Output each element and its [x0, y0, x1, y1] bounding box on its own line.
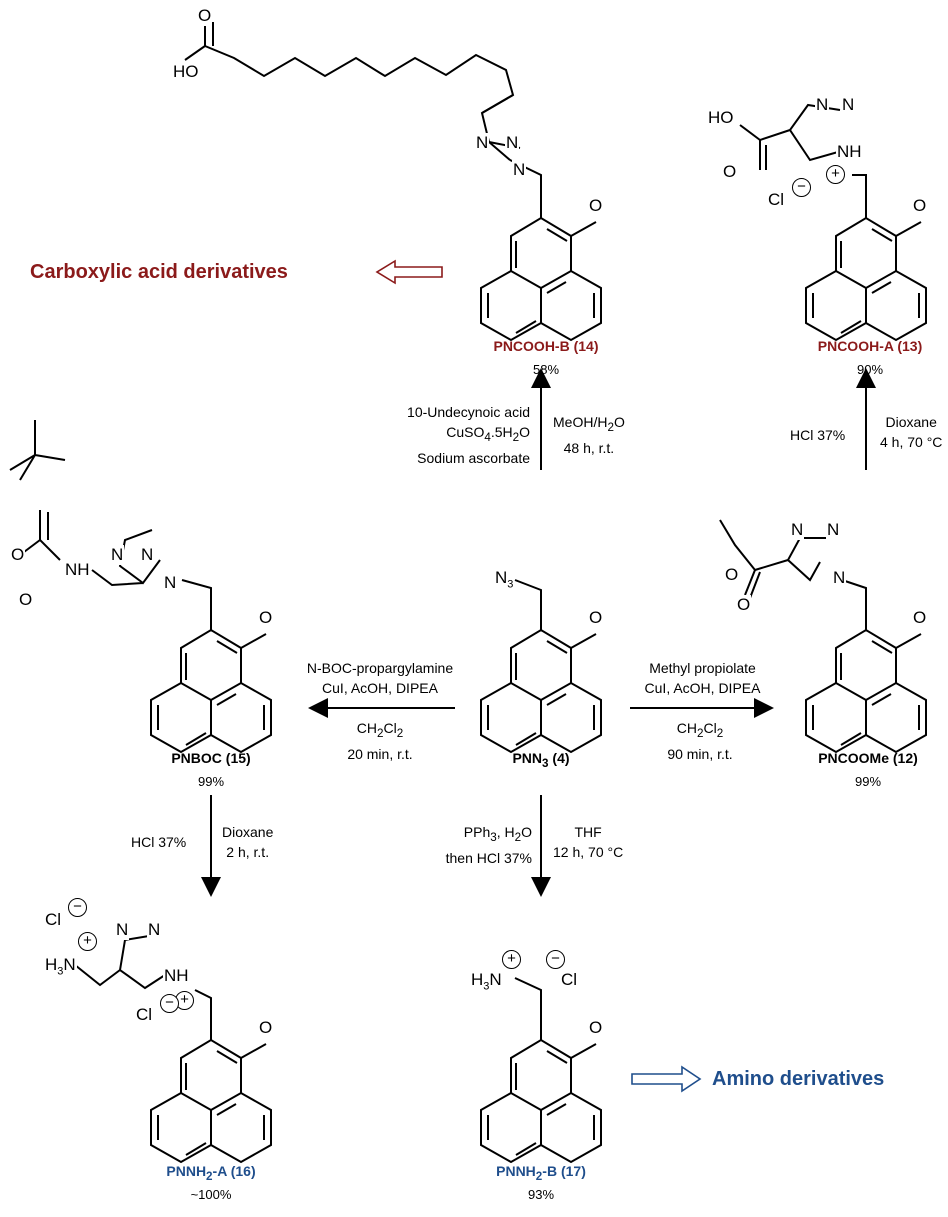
atom-N-13b: N [841, 95, 856, 115]
minus-charge-16a: − [68, 898, 87, 917]
yield-17: 93% [527, 1187, 555, 1202]
hollow-arrow-right [631, 1065, 702, 1093]
atom-N-12a: N [790, 520, 805, 540]
atom-O-4: O [588, 608, 604, 628]
yield-16: ~100% [190, 1187, 232, 1202]
atom-Cl-16b: Cl [135, 1005, 154, 1025]
atom-N-12b: N [826, 520, 841, 540]
minus-charge-17: − [546, 950, 565, 969]
atom-N-15b: N [140, 545, 155, 565]
cond-right-left: HCl 37% [790, 427, 846, 443]
triazole-16 [74, 934, 212, 1040]
boc-15 [9, 420, 212, 630]
label-17: PNNH2-B (17) [496, 1163, 586, 1183]
atom-N-14c: N [512, 160, 527, 180]
cond-to-right-bot: CH2Cl2 90 min, r.t. [667, 720, 733, 762]
plus-charge-13: + [826, 165, 845, 184]
cond-down-left-r: Dioxane 2 h, r.t. [222, 824, 274, 860]
atom-N-16b: N [147, 920, 162, 940]
atom-H3N-16: H3N [44, 955, 77, 982]
structure-15 [150, 629, 272, 753]
atom-NH-16: NH [163, 966, 190, 986]
atom-O-12: O [912, 608, 928, 628]
minus-charge-16b: − [160, 994, 179, 1013]
atom-O-12b: O [724, 565, 740, 585]
atom-O-14: O [588, 196, 604, 216]
atom-N3-4: N3 [494, 568, 515, 595]
atom-Oc-13: O [722, 162, 738, 182]
atom-Oacid-14: O [197, 6, 213, 26]
cond-down-mid-l: PPh3, H2O then HCl 37% [445, 824, 532, 866]
label-4: PNN3 (4) [512, 750, 570, 770]
structure-13 [805, 217, 927, 341]
label-16: PNNH2-A (16) [166, 1163, 256, 1183]
atom-Oc-15: O [18, 590, 34, 610]
atom-Cl-16a: Cl [44, 910, 63, 930]
yield-14: 58% [532, 362, 560, 377]
structure-16 [150, 1039, 272, 1163]
cond-right-right: Dioxane 4 h, 70 °C [880, 414, 943, 450]
structure-14 [480, 217, 602, 341]
atom-HO-13: HO [707, 108, 735, 128]
amino-derivatives-label: Amino derivatives [712, 1068, 885, 1090]
minus-charge-13: − [792, 178, 811, 197]
cond-up-right: MeOH/H2O 48 h, r.t. [553, 414, 625, 456]
amine-17 [514, 977, 542, 1040]
plus-charge-16a: + [78, 932, 97, 951]
triazole-12 [719, 519, 867, 630]
cond-to-left-bot: CH2Cl2 20 min, r.t. [347, 720, 413, 762]
atom-NH-13: NH [836, 142, 863, 162]
triazole-13 [739, 103, 867, 218]
yield-15: 99% [197, 774, 225, 789]
atom-Oc-12: O [736, 595, 752, 615]
atom-Cl-13: Cl [767, 190, 786, 210]
atom-N-15c: N [163, 573, 178, 593]
hollow-arrow-left [375, 259, 443, 285]
atom-HO-14: HO [172, 62, 200, 82]
structure-4 [480, 629, 602, 753]
atom-N-14a: N [475, 133, 490, 153]
yield-13: 90% [856, 362, 884, 377]
atom-N-16a: N [115, 920, 130, 940]
atom-O-15b: O [10, 545, 26, 565]
atom-N-13a: N [815, 95, 830, 115]
atom-O-16: O [258, 1018, 274, 1038]
chain-14 [204, 45, 542, 218]
plus-charge-16b: + [175, 991, 194, 1010]
structure-17 [480, 1039, 602, 1163]
atom-N-12c: N [832, 568, 847, 588]
atom-O-15: O [258, 608, 274, 628]
atom-NH-15: NH [64, 560, 91, 580]
atom-N-15a: N [110, 545, 125, 565]
label-15: PNBOC (15) [171, 750, 251, 766]
atom-O-13: O [912, 196, 928, 216]
atom-O-17: O [588, 1018, 604, 1038]
structure-12 [805, 629, 927, 753]
azide-4 [514, 579, 542, 630]
atom-H3N-17: H3N [470, 970, 503, 997]
cond-down-left-l: HCl 37% [131, 834, 187, 850]
carboxylic-derivatives-label: Carboxylic acid derivatives [30, 261, 288, 283]
label-14: PNCOOH-B (14) [493, 338, 599, 354]
cond-to-left-top: N-BOC-propargylamine CuI, AcOH, DIPEA [306, 660, 454, 696]
cond-up-left: 10-Undecynoic acid CuSO4.5H2O Sodium asc… [407, 404, 530, 466]
cond-down-mid-r: THF 12 h, 70 °C [553, 824, 624, 860]
atom-Cl-17: Cl [560, 970, 579, 990]
yield-12: 99% [854, 774, 882, 789]
atom-N-14b: N [505, 133, 520, 153]
plus-charge-17: + [502, 950, 521, 969]
label-12: PNCOOMe (12) [818, 750, 918, 766]
cond-to-right-top: Methyl propiolate CuI, AcOH, DIPEA [644, 660, 761, 696]
label-13: PNCOOH-A (13) [817, 338, 923, 354]
